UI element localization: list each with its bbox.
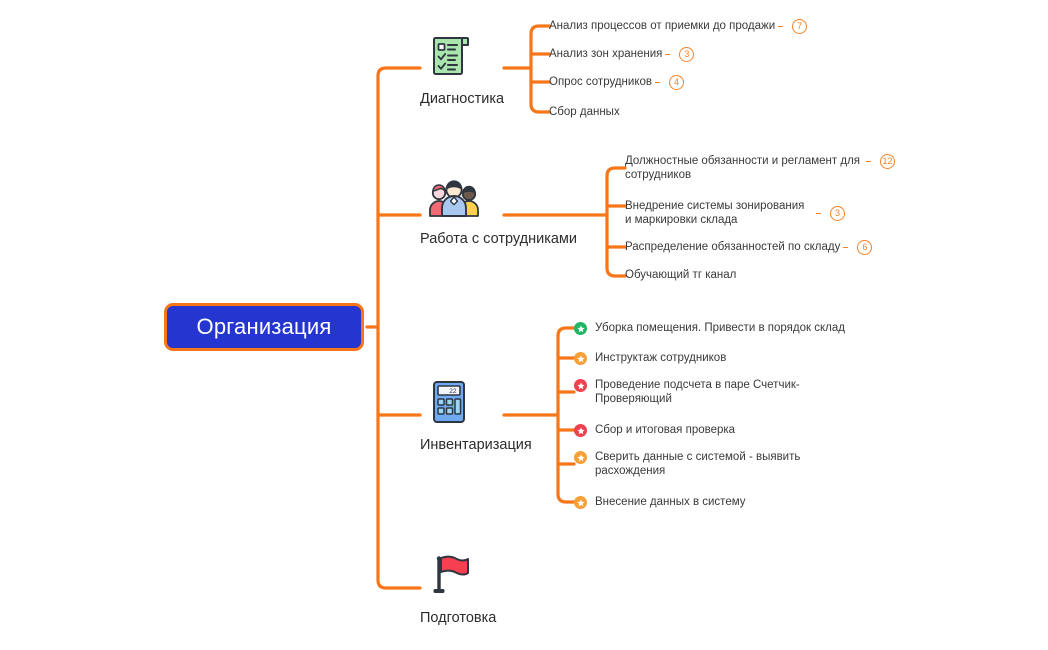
- leaf-rabota-3[interactable]: Обучающий тг канал: [625, 268, 915, 282]
- leaf-rabota-2[interactable]: Распределение обязанностей по складу 6: [625, 240, 915, 255]
- badge-group: 7: [775, 19, 808, 34]
- inventarizaciya-child-0-wire: [556, 326, 576, 338]
- leaf-diagnostika-0[interactable]: Анализ процессов от приемки до продажи 7: [549, 19, 849, 34]
- status-star-icon-red: [574, 379, 587, 392]
- people-group-icon: [428, 178, 480, 225]
- leaf-rabota-0[interactable]: Должностные обязанности и регламент для …: [625, 154, 915, 182]
- badge-group: 3: [813, 206, 845, 221]
- rabota-child-3-wire: [605, 266, 627, 278]
- status-star-icon-orange: [574, 352, 587, 365]
- status-star-icon-orange: [574, 496, 587, 509]
- topic-rabota-s-sotrudnikami[interactable]: Работа с сотрудниками: [420, 178, 600, 247]
- calculator-icon: 22: [428, 378, 470, 431]
- rabota-child-0-wire: [605, 166, 627, 178]
- topic-inventarizaciya-label: Инвентаризация: [420, 437, 532, 453]
- checklist-document-icon: [428, 32, 472, 85]
- leaf-label: Сверить данные с системой - выявить расх…: [595, 451, 801, 477]
- leaf-label: Инструктаж сотрудников: [595, 352, 727, 364]
- leaf-rabota-1[interactable]: Внедрение системы зонирования и маркиров…: [625, 199, 915, 227]
- leaf-diagnostika-3[interactable]: Сбор данных: [549, 105, 849, 119]
- count-badge: 3: [679, 47, 695, 62]
- topic-diagnostika-label: Диагностика: [420, 91, 505, 107]
- count-badge: 12: [880, 154, 895, 169]
- leaf-inventarizaciya-1[interactable]: Инструктаж сотрудников: [574, 351, 874, 365]
- badge-dash: [654, 81, 660, 84]
- root-node-label: Организация: [196, 314, 332, 339]
- leaf-diagnostika-2[interactable]: Опрос сотрудников 4: [549, 75, 849, 90]
- leaf-inventarizaciya-5[interactable]: Внесение данных в систему: [574, 495, 874, 509]
- topic-podgotovka[interactable]: Подготовка: [420, 551, 600, 626]
- leaf-inventarizaciya-4[interactable]: Сверить данные с системой - выявить расх…: [574, 450, 824, 478]
- badge-group: 12: [863, 154, 895, 169]
- leaf-label: Внесение данных в систему: [595, 496, 746, 508]
- topic-rabota-s-sotrudnikami-label: Работа с сотрудниками: [420, 231, 577, 247]
- leaf-inventarizaciya-2[interactable]: Проведение подсчета в паре Счетчик-Прове…: [574, 378, 824, 406]
- leaf-label: Внедрение системы зонирования и маркиров…: [625, 200, 805, 226]
- leaf-inventarizaciya-3[interactable]: Сбор и итоговая проверка: [574, 423, 874, 437]
- badge-dash: [665, 53, 671, 56]
- count-badge: 6: [857, 240, 873, 255]
- status-star-icon-green: [574, 322, 587, 335]
- leaf-inventarizaciya-0[interactable]: Уборка помещения. Привести в порядок скл…: [574, 321, 874, 335]
- count-badge: 7: [792, 19, 808, 34]
- leaf-label: Сбор и итоговая проверка: [595, 424, 736, 436]
- badge-dash: [866, 160, 871, 163]
- leaf-label: Опрос сотрудников: [549, 76, 652, 88]
- badge-group: 4: [652, 75, 684, 90]
- root-node[interactable]: Организация: [164, 303, 364, 351]
- leaf-label: Анализ зон хранения: [549, 48, 663, 60]
- leaf-label: Проведение подсчета в паре Счетчик-Прове…: [595, 379, 800, 405]
- trunk-to-diagnostika: [376, 66, 422, 78]
- svg-text:22: 22: [449, 388, 457, 395]
- badge-dash: [778, 25, 784, 28]
- count-badge: 3: [830, 206, 845, 221]
- leaf-label: Анализ процессов от приемки до продажи: [549, 20, 776, 32]
- inventarizaciya-child-5-wire: [556, 492, 576, 504]
- status-star-icon-red: [574, 424, 587, 437]
- red-flag-icon: [428, 551, 472, 604]
- trunk-to-podgotovka: [376, 578, 422, 590]
- badge-dash: [843, 246, 849, 249]
- topic-podgotovka-label: Подготовка: [420, 610, 497, 626]
- badge-dash: [816, 212, 821, 215]
- topic-diagnostika[interactable]: Диагностика: [420, 32, 600, 107]
- status-star-icon-orange: [574, 451, 587, 464]
- leaf-label: Сбор данных: [549, 106, 620, 118]
- count-badge: 4: [668, 75, 684, 90]
- topic-inventarizaciya[interactable]: 22 Инвентаризация: [420, 378, 600, 453]
- leaf-label: Должностные обязанности и регламент для …: [625, 155, 861, 181]
- badge-group: 3: [662, 47, 695, 62]
- leaf-label: Распределение обязанностей по складу: [625, 241, 841, 253]
- leaf-diagnostika-1[interactable]: Анализ зон хранения 3: [549, 47, 849, 62]
- leaf-label: Уборка помещения. Привести в порядок скл…: [595, 322, 845, 334]
- leaf-label: Обучающий тг канал: [625, 269, 737, 281]
- badge-group: 6: [840, 240, 873, 255]
